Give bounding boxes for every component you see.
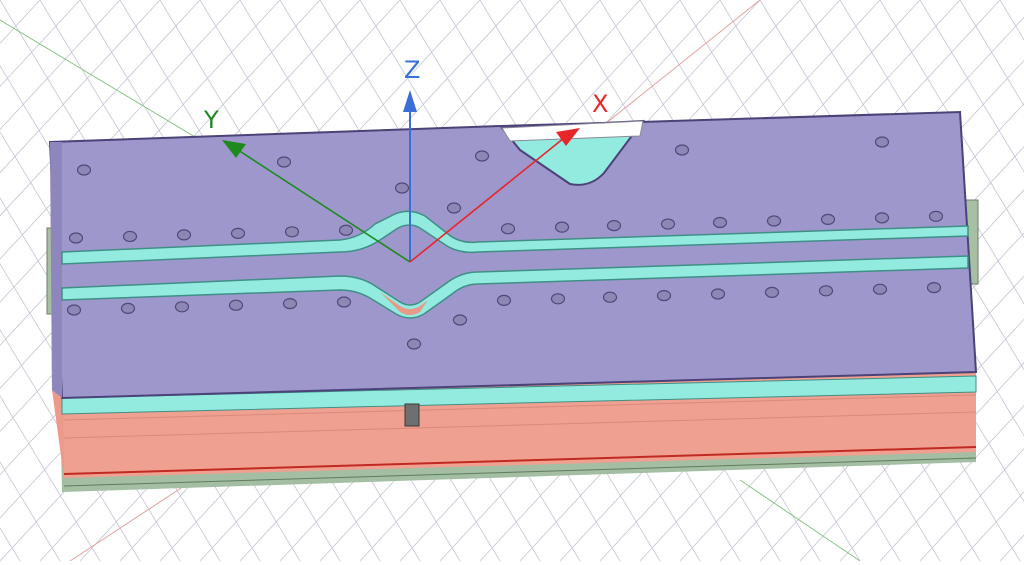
y-axis-line <box>237 149 411 263</box>
y-axis-arrowhead <box>222 140 246 158</box>
grid-line <box>799 318 1024 562</box>
via-hole[interactable] <box>496 294 512 306</box>
via-hole[interactable] <box>336 296 352 308</box>
via-hole[interactable] <box>394 182 410 194</box>
y-axis-label: Y <box>203 106 219 134</box>
grid-line <box>0 0 281 303</box>
grid-line <box>839 0 1024 305</box>
via-hole[interactable] <box>474 150 490 162</box>
via-hole[interactable] <box>674 144 690 156</box>
grid-line <box>0 0 121 131</box>
grid-line <box>879 0 1024 239</box>
via-hole[interactable] <box>338 224 354 236</box>
upper-waveguide-channel[interactable] <box>61 210 969 265</box>
via-hole[interactable] <box>176 229 192 241</box>
channel-bend-shadow <box>380 292 428 315</box>
via-hole[interactable] <box>820 213 836 225</box>
feed-pin[interactable] <box>404 403 420 427</box>
z-axis-label: Z <box>404 56 420 84</box>
grid-line <box>919 0 1024 173</box>
grid-line <box>839 361 1024 562</box>
via-hole[interactable] <box>406 338 422 350</box>
via-hole[interactable] <box>174 301 190 313</box>
grid-line <box>0 395 101 562</box>
grid-line <box>0 0 241 260</box>
via-holes <box>66 136 944 350</box>
grid-line <box>0 0 161 174</box>
via-hole[interactable] <box>120 302 136 314</box>
x-axis-arrowhead <box>556 128 580 146</box>
via-hole[interactable] <box>928 210 944 222</box>
via-hole[interactable] <box>500 223 516 235</box>
via-hole[interactable] <box>76 164 92 176</box>
via-hole[interactable] <box>710 288 726 300</box>
via-hole[interactable] <box>452 314 468 326</box>
via-hole[interactable] <box>66 304 82 316</box>
via-hole[interactable] <box>606 220 622 232</box>
substrate-layer-line-2 <box>63 411 977 439</box>
grid-line <box>959 0 1024 107</box>
via-hole[interactable] <box>656 290 672 302</box>
via-hole[interactable] <box>818 285 834 297</box>
via-hole[interactable] <box>766 215 782 227</box>
via-hole[interactable] <box>874 136 890 148</box>
world-y-guide-line-lower <box>739 479 861 562</box>
lower-waveguide-channel[interactable] <box>61 255 969 319</box>
via-hole[interactable] <box>446 202 462 214</box>
grid-line <box>759 275 1024 562</box>
via-hole[interactable] <box>660 218 676 230</box>
via-hole[interactable] <box>282 298 298 310</box>
via-hole[interactable] <box>872 283 888 295</box>
via-hole[interactable] <box>554 221 570 233</box>
grid-line <box>0 0 201 217</box>
bottom-metal-edge <box>63 446 977 475</box>
via-hole[interactable] <box>230 227 246 239</box>
grid-line <box>0 461 61 562</box>
z-axis-arrowhead <box>403 90 417 112</box>
top-substrate-left-side <box>50 142 62 398</box>
grid-line <box>919 448 1024 562</box>
via-hole[interactable] <box>764 286 780 298</box>
via-hole[interactable] <box>68 232 84 244</box>
x-axis-label: X <box>592 90 608 118</box>
via-hole[interactable] <box>550 293 566 305</box>
middle-channel-layer <box>61 375 977 415</box>
via-hole[interactable] <box>874 212 890 224</box>
via-hole[interactable] <box>228 299 244 311</box>
ground-plane-edge <box>63 457 977 487</box>
grid-line <box>879 405 1024 562</box>
via-hole[interactable] <box>276 156 292 168</box>
via-hole[interactable] <box>122 230 138 243</box>
via-hole[interactable] <box>602 291 618 303</box>
via-hole[interactable] <box>284 226 300 238</box>
coordinate-triad: Z Y X <box>203 56 608 263</box>
via-hole[interactable] <box>926 282 942 294</box>
substrate-layer-line-1 <box>63 394 977 421</box>
x-axis-line <box>409 137 565 263</box>
via-hole[interactable] <box>712 216 728 229</box>
